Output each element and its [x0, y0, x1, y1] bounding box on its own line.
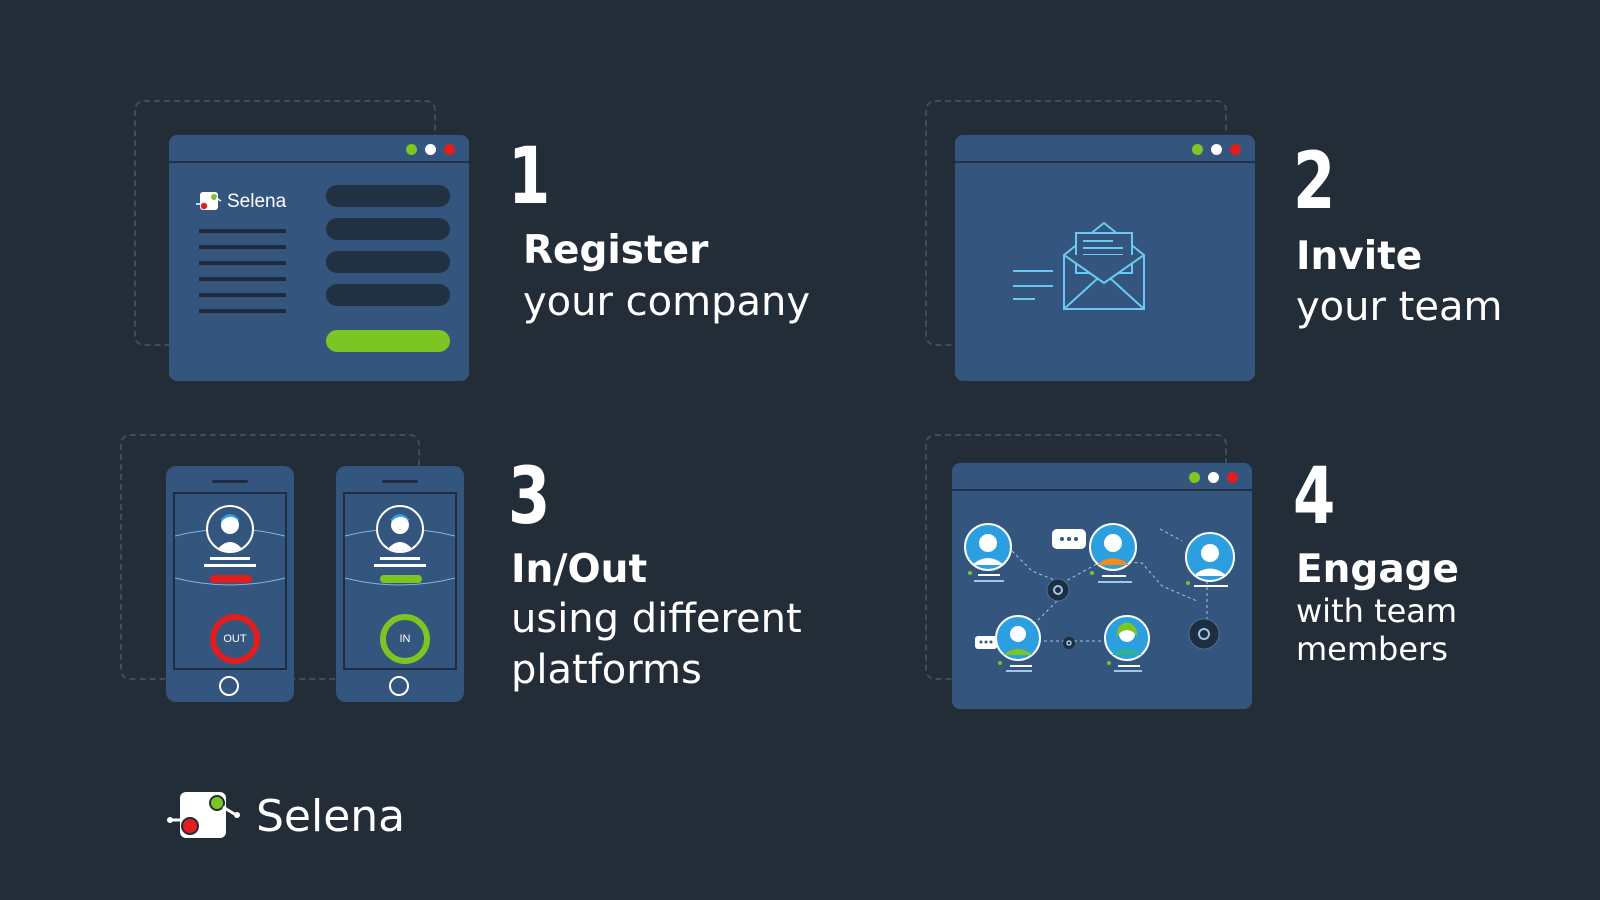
phone-home-button[interactable] [389, 676, 409, 696]
phone-home-button[interactable] [219, 676, 239, 696]
phone-speaker [212, 480, 248, 483]
gear-icon [1188, 618, 1220, 650]
user-avatar-icon [1185, 532, 1235, 587]
step1-number: 1 [508, 132, 551, 222]
form-field[interactable] [326, 251, 450, 273]
text-line [199, 293, 286, 297]
register-window: Selena [169, 135, 469, 381]
register-text-lines [199, 229, 289, 319]
selena-logo-icon [167, 792, 240, 838]
step3-title: In/Out [511, 547, 648, 592]
user-avatar-icon [1104, 615, 1150, 672]
invite-window [955, 135, 1255, 381]
profile-line [374, 564, 426, 567]
gear-icon [1063, 637, 1075, 649]
footer-brand-name: Selena [256, 790, 406, 842]
phone-in: IN [336, 466, 464, 702]
step4-subtitle-line2: members [1296, 630, 1448, 668]
phone-out: OUT [166, 466, 294, 702]
register-form [326, 185, 450, 365]
form-field[interactable] [326, 218, 450, 240]
status-bar-green [380, 575, 422, 583]
user-avatar-icon [964, 523, 1012, 582]
step1-subtitle: your company [523, 279, 811, 325]
selena-logo-icon [196, 192, 222, 210]
profile-line [204, 564, 256, 567]
phone-screen: IN [343, 492, 457, 670]
profile-line [210, 557, 250, 560]
step3-number: 3 [508, 452, 551, 542]
text-line [199, 245, 286, 249]
text-line [199, 277, 286, 281]
text-line [199, 229, 286, 233]
register-brand: Selena [193, 190, 286, 214]
window-title-bar [952, 463, 1252, 491]
out-button[interactable]: OUT [210, 614, 260, 664]
step4-number: 4 [1293, 452, 1336, 542]
step2-subtitle: your team [1296, 284, 1503, 330]
window-green-dot [1189, 472, 1200, 483]
step2-title: Invite [1296, 234, 1423, 279]
register-brand-name: Selena [227, 191, 287, 212]
user-avatar-icon [995, 615, 1041, 672]
in-button[interactable]: IN [380, 614, 430, 664]
phone-speaker [382, 480, 418, 483]
step1-title: Register [523, 228, 709, 273]
window-white-dot [425, 144, 436, 155]
window-red-dot [444, 144, 455, 155]
in-button-label: IN [399, 633, 411, 645]
window-white-dot [1208, 472, 1219, 483]
footer-brand: Selena [166, 788, 405, 844]
user-avatar-icon [1089, 523, 1137, 583]
gear-icon [1046, 578, 1070, 602]
step3-subtitle-line1: using different [511, 596, 802, 642]
chat-bubble-icon [1052, 529, 1086, 549]
form-field[interactable] [326, 185, 450, 207]
step4-subtitle-line1: with team [1296, 592, 1458, 630]
text-line [199, 309, 286, 313]
window-red-dot [1227, 472, 1238, 483]
step4-title: Engage [1296, 547, 1460, 592]
window-title-bar [955, 135, 1255, 163]
window-green-dot [1192, 144, 1203, 155]
user-avatar-icon [376, 505, 424, 553]
profile-line [380, 557, 420, 560]
user-avatar-icon [206, 505, 254, 553]
text-line [199, 261, 286, 265]
window-title-bar [169, 135, 469, 163]
window-green-dot [406, 144, 417, 155]
window-red-dot [1230, 144, 1241, 155]
step3-subtitle-line2: platforms [511, 647, 702, 693]
envelope-icon [1013, 221, 1145, 310]
status-bar-red [210, 575, 252, 583]
phone-screen: OUT [173, 492, 287, 670]
form-field[interactable] [326, 284, 450, 306]
window-white-dot [1211, 144, 1222, 155]
submit-button[interactable] [326, 330, 450, 352]
out-button-label: OUT [223, 633, 247, 645]
chat-bubble-icon [975, 636, 997, 649]
engage-window [952, 463, 1252, 709]
team-network-diagram [964, 523, 1235, 672]
step2-number: 2 [1293, 137, 1336, 227]
